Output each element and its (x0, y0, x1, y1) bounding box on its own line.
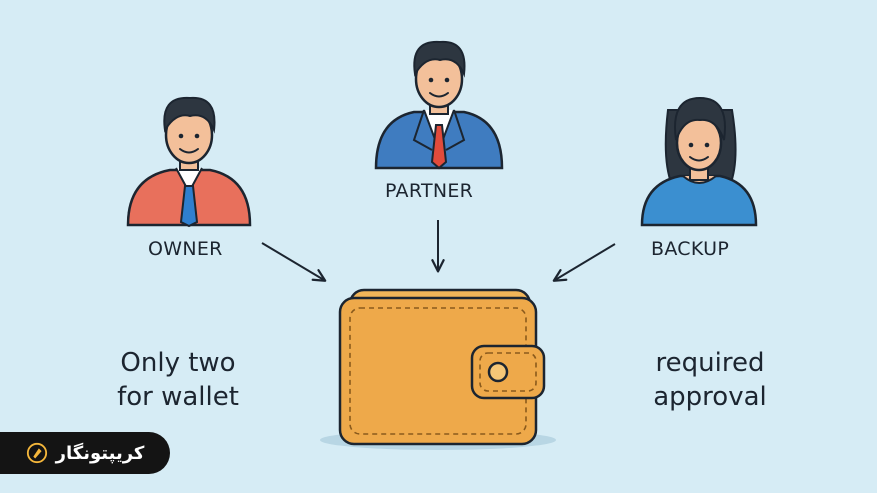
pen-nib-icon (26, 442, 47, 464)
caption-left-line1: Only two (120, 348, 236, 378)
brand-badge: کریپتونگار (0, 432, 170, 474)
backup-avatar (640, 96, 758, 227)
caption-right: required approval (630, 346, 790, 414)
caption-left: Only two for wallet (98, 346, 258, 414)
partner-label: PARTNER (385, 180, 474, 202)
arrow-owner-to-wallet (261, 242, 327, 282)
caption-left-line2: for wallet (117, 382, 239, 412)
wallet-icon (320, 288, 556, 450)
owner-avatar (126, 96, 252, 228)
backup-label: BACKUP (651, 238, 730, 260)
owner-label: OWNER (148, 238, 223, 260)
brand-name: کریپتونگار (55, 442, 145, 464)
arrow-backup-to-wallet (552, 243, 616, 282)
partner-avatar (374, 40, 504, 170)
caption-right-line2: approval (653, 382, 767, 412)
caption-right-line1: required (655, 348, 765, 378)
